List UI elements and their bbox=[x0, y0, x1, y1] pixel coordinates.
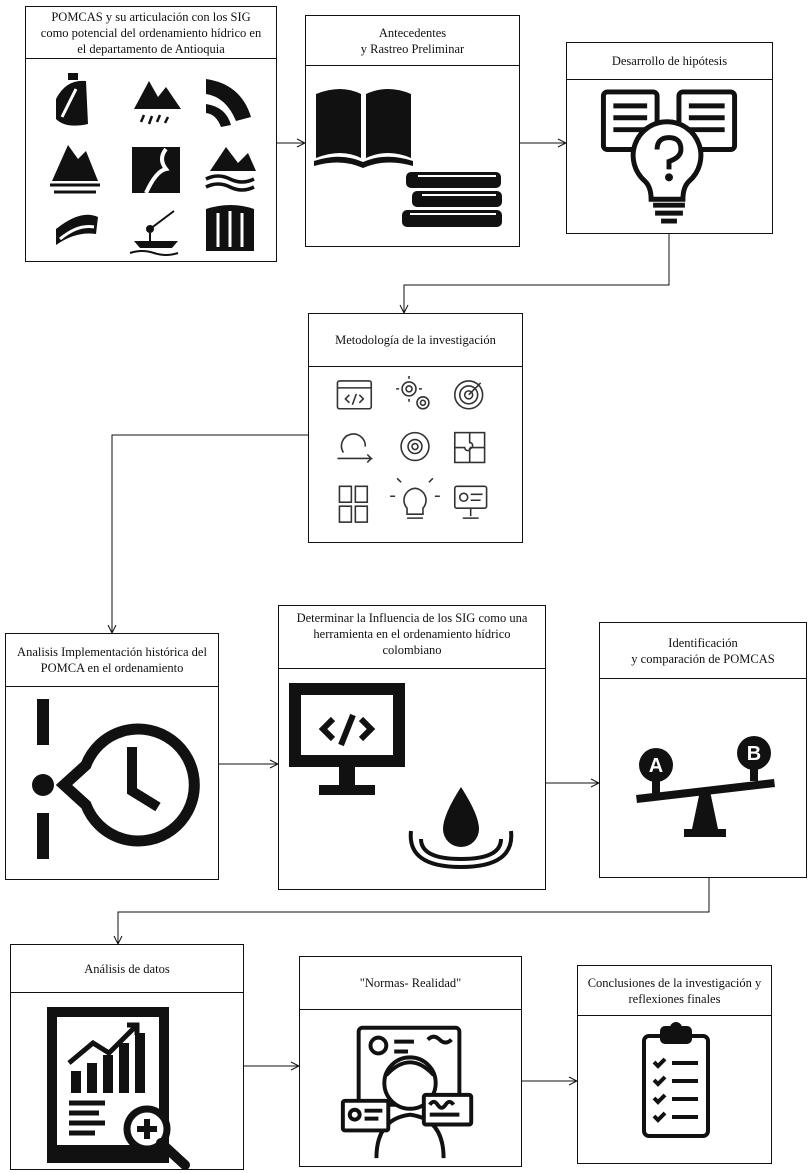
puzzle-icon bbox=[453, 431, 486, 464]
methodology-icons-grid bbox=[309, 367, 522, 542]
monitor-check-icon bbox=[453, 485, 488, 519]
step-title-line: colombiano bbox=[382, 643, 442, 657]
bulb-gear-icon bbox=[390, 477, 440, 519]
step-title-line: Determinar la Influencia de los SIG como… bbox=[296, 611, 528, 625]
step-title-analisis-datos: Análisis de datos bbox=[11, 945, 243, 993]
step-title-normas: "Normas- Realidad" bbox=[300, 957, 521, 1010]
step-title-conclusiones: Conclusiones de la investigación y refle… bbox=[578, 966, 771, 1016]
idea-bulb-icon bbox=[567, 80, 772, 233]
svg-text:A: A bbox=[649, 755, 663, 777]
step-title-line: Conclusiones de la investigación y bbox=[587, 975, 762, 990]
clipboard-checklist-icon bbox=[578, 1016, 771, 1163]
step-box-metodologia: Metodología de la investigación bbox=[308, 313, 523, 543]
step-title-antecedentes: Antecedentes y Rastreo Preliminar bbox=[306, 16, 519, 66]
step-box-analisis-datos: Análisis de datos bbox=[10, 944, 244, 1170]
step-box-hipotesis: Desarrollo de hipótesis bbox=[566, 42, 773, 234]
step-title-metodologia: Metodología de la investigación bbox=[309, 314, 522, 367]
step-title-line: Analisis Implementación histórica del bbox=[17, 645, 207, 659]
step-title-line: Análisis de datos bbox=[84, 961, 170, 976]
code-window-icon bbox=[336, 380, 373, 410]
step-title-line: POMCAS y su articulación con los SIG bbox=[51, 9, 251, 24]
mountain-waves-icon bbox=[205, 147, 256, 192]
step-title-pomcas: POMCAS y su articulación con los SIG com… bbox=[26, 7, 276, 59]
settings-wheel-icon bbox=[400, 431, 430, 462]
timeline-clock-icon bbox=[6, 687, 218, 879]
step-box-identificacion: Identificación y comparación de POMCAS A… bbox=[599, 622, 807, 878]
step-title-hipotesis: Desarrollo de hipótesis bbox=[567, 43, 772, 80]
data-analysis-icon bbox=[11, 993, 243, 1169]
step-title-line: POMCA en el ordenamiento bbox=[40, 661, 184, 675]
person-documents-icon bbox=[300, 1010, 521, 1166]
step-title-line: y comparación de POMCAS bbox=[631, 651, 775, 666]
step-title-line: reflexiones finales bbox=[628, 991, 721, 1006]
step-box-influencia-sig: Determinar la Influencia de los SIG como… bbox=[278, 605, 546, 890]
step-title-line: herramienta en el ordenamiento hídrico bbox=[313, 627, 511, 641]
documents-icon bbox=[338, 485, 369, 523]
target-icon bbox=[453, 380, 484, 410]
mountain-rain-icon bbox=[134, 81, 181, 125]
step-title-line: y Rastreo Preliminar bbox=[360, 41, 465, 56]
step-title-line: Metodología de la investigación bbox=[335, 333, 496, 347]
waterfall-icon bbox=[206, 205, 254, 251]
step-title-analisis-historico: Analisis Implementación histórica del PO… bbox=[6, 634, 218, 687]
balance-ab-icon: A B bbox=[600, 679, 806, 877]
mountain-lake-icon bbox=[50, 145, 100, 194]
step-title-line: como potencial del ordenamiento hídrico … bbox=[40, 25, 262, 40]
step-title-identificacion: Identificación y comparación de POMCAS bbox=[600, 623, 806, 679]
river-field-icon bbox=[56, 73, 88, 126]
step-box-antecedentes: Antecedentes y Rastreo Preliminar bbox=[305, 15, 520, 247]
step-box-conclusiones: Conclusiones de la investigación y refle… bbox=[577, 965, 772, 1164]
cycle-arrow-icon bbox=[337, 433, 374, 464]
step-title-line: Antecedentes bbox=[378, 25, 447, 40]
landscape-icons bbox=[50, 73, 256, 256]
svg-text:B: B bbox=[747, 743, 761, 765]
landscape-icons-grid bbox=[26, 59, 276, 261]
gears-icon bbox=[396, 375, 430, 410]
step-box-pomcas: POMCAS y su articulación con los SIG com… bbox=[25, 6, 277, 262]
step-title-line: "Normas- Realidad" bbox=[359, 976, 462, 990]
arrow-metodologia-to-analisis-historico bbox=[112, 434, 308, 633]
step-title-line: Identificación bbox=[668, 635, 738, 650]
step-box-analisis-historico: Analisis Implementación histórica del PO… bbox=[5, 633, 219, 880]
river-curves-icon bbox=[206, 79, 251, 127]
fishing-boat-icon bbox=[129, 210, 179, 256]
step-title-line: Desarrollo de hipótesis bbox=[611, 54, 728, 68]
step-box-normas: "Normas- Realidad" bbox=[299, 956, 522, 1167]
step-title-influencia-sig: Determinar la Influencia de los SIG como… bbox=[279, 606, 545, 669]
step-title-line: el departamento de Antioquia bbox=[77, 41, 225, 56]
books-icon bbox=[306, 66, 519, 246]
valley-river-icon bbox=[56, 214, 98, 245]
forest-river-icon bbox=[132, 147, 180, 194]
code-monitor-water-icon bbox=[279, 669, 545, 889]
